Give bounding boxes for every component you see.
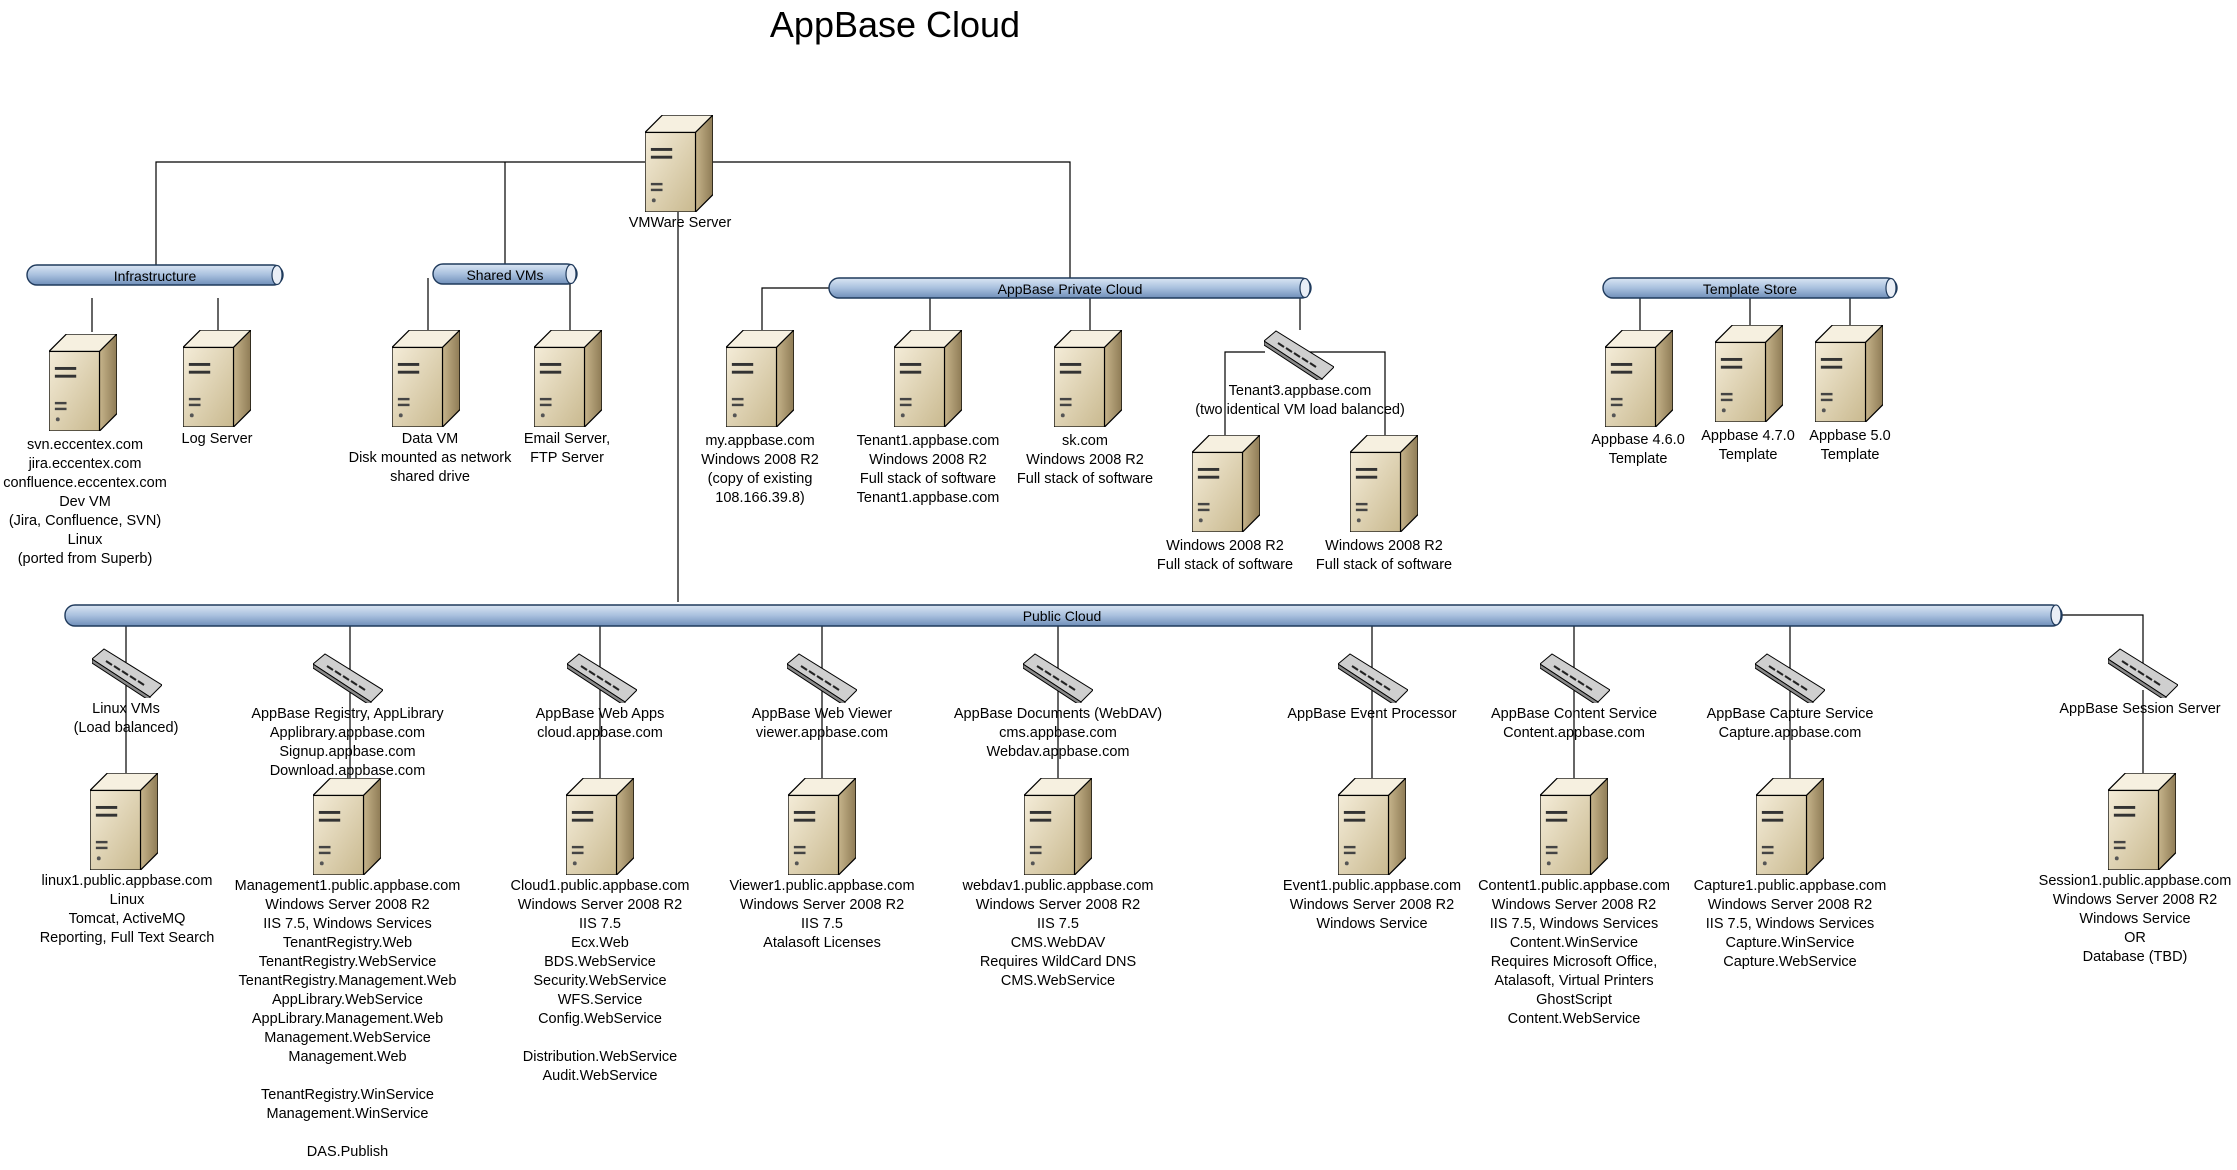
capture1-server-icon [1756, 778, 1824, 875]
registry-load-balancer-icon [313, 653, 383, 703]
session1-label: Session1.public.appbase.com Windows Serv… [2038, 873, 2232, 965]
viewer1-label: Viewer1.public.appbase.com Windows Serve… [729, 878, 915, 951]
management1-server-icon [313, 778, 381, 875]
capture-lb-label: AppBase Capture Service Capture.appbase.… [1706, 706, 1874, 741]
my-appbase-label: my.appbase.com Windows 2008 R2 (copy of … [701, 433, 819, 506]
tenant3-load-balancer-icon [1264, 330, 1334, 380]
template-50-server-icon [1815, 325, 1883, 422]
my-appbase-server-icon [726, 330, 794, 427]
bus-private: AppBase Private Cloud [828, 277, 1312, 299]
session1-server-icon [2108, 773, 2176, 870]
svn-server-icon [49, 334, 117, 431]
bus-private-label: AppBase Private Cloud [998, 281, 1143, 297]
cloud1-label: Cloud1.public.appbase.com Windows Server… [510, 878, 690, 1084]
bus-shared-label: Shared VMs [466, 267, 543, 283]
event1-server-icon [1338, 778, 1406, 875]
content1-server-icon [1540, 778, 1608, 875]
viewer1-server-icon [788, 778, 856, 875]
tenant3-vm-b-server-icon [1350, 435, 1418, 532]
registry-lb-label: AppBase Registry, AppLibrary Applibrary.… [251, 706, 444, 779]
bus-infrastructure-label: Infrastructure [114, 268, 197, 284]
documents-lb-label: AppBase Documents (WebDAV) cms.appbase.c… [953, 706, 1163, 760]
template-470-server-icon [1715, 325, 1783, 422]
email-server-label: Email Server, FTP Server [523, 431, 611, 466]
linux-lb-label: Linux VMs (Load balanced) [73, 701, 179, 736]
tenant1-server-icon [894, 330, 962, 427]
tenant1-label: Tenant1.appbase.com Windows 2008 R2 Full… [856, 433, 1000, 506]
linux1-label: linux1.public.appbase.com Linux Tomcat, … [39, 873, 215, 946]
template-460-server-icon [1605, 330, 1673, 427]
session-lb-label: AppBase Session Server [2059, 701, 2221, 717]
webapps-load-balancer-icon [567, 653, 637, 703]
linux1-server-icon [90, 773, 158, 870]
event1-label: Event1.public.appbase.com Windows Server… [1282, 878, 1462, 932]
bus-template-label: Template Store [1703, 281, 1797, 297]
data-vm-label: Data VM Disk mounted as network shared d… [348, 431, 512, 485]
page-title: AppBase Cloud [769, 4, 1021, 45]
tenant3-label: Tenant3.appbase.com (two identical VM lo… [1195, 383, 1405, 418]
log-server-label: Log Server [181, 431, 253, 447]
data-vm-server-icon [392, 330, 460, 427]
linux-load-balancer-icon [92, 648, 162, 698]
event-load-balancer-icon [1338, 653, 1408, 703]
bus-public-label: Public Cloud [1023, 608, 1102, 624]
content1-label: Content1.public.appbase.com Windows Serv… [1478, 878, 1670, 1027]
template-470-label: Appbase 4.7.0 Template [1701, 428, 1795, 463]
tenant3-vm-a-server-icon [1192, 435, 1260, 532]
management1-label: Management1.public.appbase.com Windows S… [234, 878, 461, 1160]
viewer-lb-label: AppBase Web Viewer viewer.appbase.com [751, 706, 893, 741]
template-50-label: Appbase 5.0 Template [1809, 428, 1891, 463]
capture1-label: Capture1.public.appbase.com Windows Serv… [1693, 878, 1887, 970]
bus-infrastructure: Infrastructure [26, 264, 284, 286]
email-server-icon [534, 330, 602, 427]
webapps-lb-label: AppBase Web Apps cloud.appbase.com [535, 706, 665, 741]
bus-shared: Shared VMs [432, 263, 578, 285]
content-load-balancer-icon [1540, 653, 1610, 703]
webdav1-label: webdav1.public.appbase.com Windows Serve… [962, 878, 1154, 989]
sk-server-icon [1054, 330, 1122, 427]
vmware-server-icon [645, 115, 713, 212]
bus-public: Public Cloud [64, 604, 2063, 627]
tenant3-vm-b-label: Windows 2008 R2 Full stack of software [1315, 538, 1453, 573]
vmware-server-label: VMWare Server [628, 215, 732, 231]
bus-template: Template Store [1602, 277, 1898, 299]
svn-server-label: svn.eccentex.com jira.eccentex.com confl… [3, 437, 167, 567]
content-lb-label: AppBase Content Service Content.appbase.… [1490, 706, 1658, 741]
connector-lines [91, 161, 2144, 778]
cloud1-server-icon [566, 778, 634, 875]
tenant3-vm-a-label: Windows 2008 R2 Full stack of software [1156, 538, 1294, 573]
log-server-icon [183, 330, 251, 427]
webdav1-server-icon [1024, 778, 1092, 875]
event-lb-label: AppBase Event Processor [1287, 706, 1457, 722]
sk-label: sk.com Windows 2008 R2 Full stack of sof… [1016, 433, 1154, 487]
template-460-label: Appbase 4.6.0 Template [1591, 432, 1685, 467]
